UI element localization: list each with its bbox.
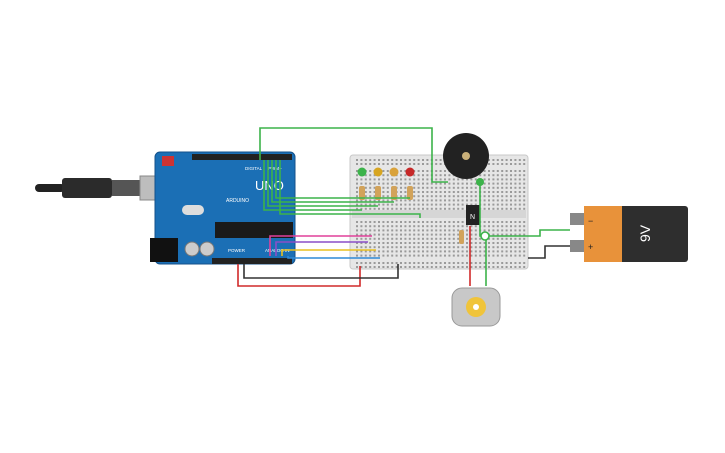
battery-label: 9V xyxy=(637,224,653,242)
pwm-label: PWM~ xyxy=(268,166,282,171)
wire-green-buzzer[interactable] xyxy=(259,127,448,183)
transistor[interactable]: N xyxy=(466,205,480,225)
piezo-buzzer[interactable] xyxy=(443,133,489,179)
wire-green-battery[interactable] xyxy=(486,229,570,237)
resistor-transistor[interactable] xyxy=(459,230,464,244)
wire-green-3[interactable] xyxy=(271,160,394,203)
battery-plus: + xyxy=(588,242,593,252)
buzzer-terminal xyxy=(476,178,484,186)
board-brand: ARDUINO xyxy=(226,198,249,204)
led-yellow[interactable] xyxy=(373,167,383,201)
wire-green-5[interactable] xyxy=(279,160,421,218)
battery-9v[interactable]: 9V − + xyxy=(570,206,688,262)
transistor-label: N xyxy=(470,214,475,221)
wire-pink[interactable] xyxy=(269,235,372,256)
wire-green-2[interactable] xyxy=(267,160,378,207)
wire-black-ground[interactable] xyxy=(243,264,399,279)
breadboard-holes xyxy=(356,159,526,268)
wire-black-battery[interactable] xyxy=(528,245,570,259)
wire-green-1[interactable] xyxy=(263,160,362,211)
wire-red-power[interactable] xyxy=(237,264,361,287)
wire-purple[interactable] xyxy=(275,241,368,256)
wire-green-4[interactable] xyxy=(275,160,410,199)
junction-node xyxy=(480,231,490,241)
digital-label: DIGITAL xyxy=(245,166,263,171)
dc-motor[interactable] xyxy=(451,287,501,327)
led-red[interactable] xyxy=(405,167,415,201)
battery-minus: − xyxy=(588,216,593,226)
led-orange[interactable] xyxy=(389,167,399,201)
led-green[interactable] xyxy=(357,167,367,201)
analog-label: ANALOG IN xyxy=(265,248,290,253)
power-label: POWER xyxy=(228,248,246,253)
arduino-uno-board[interactable]: UNO ARDUINO DIGITAL PWM~ POWER ANALOG IN xyxy=(150,151,296,265)
usb-cable[interactable] xyxy=(35,175,167,201)
wire-yellow[interactable] xyxy=(281,249,376,256)
wire-blue[interactable] xyxy=(287,256,380,259)
